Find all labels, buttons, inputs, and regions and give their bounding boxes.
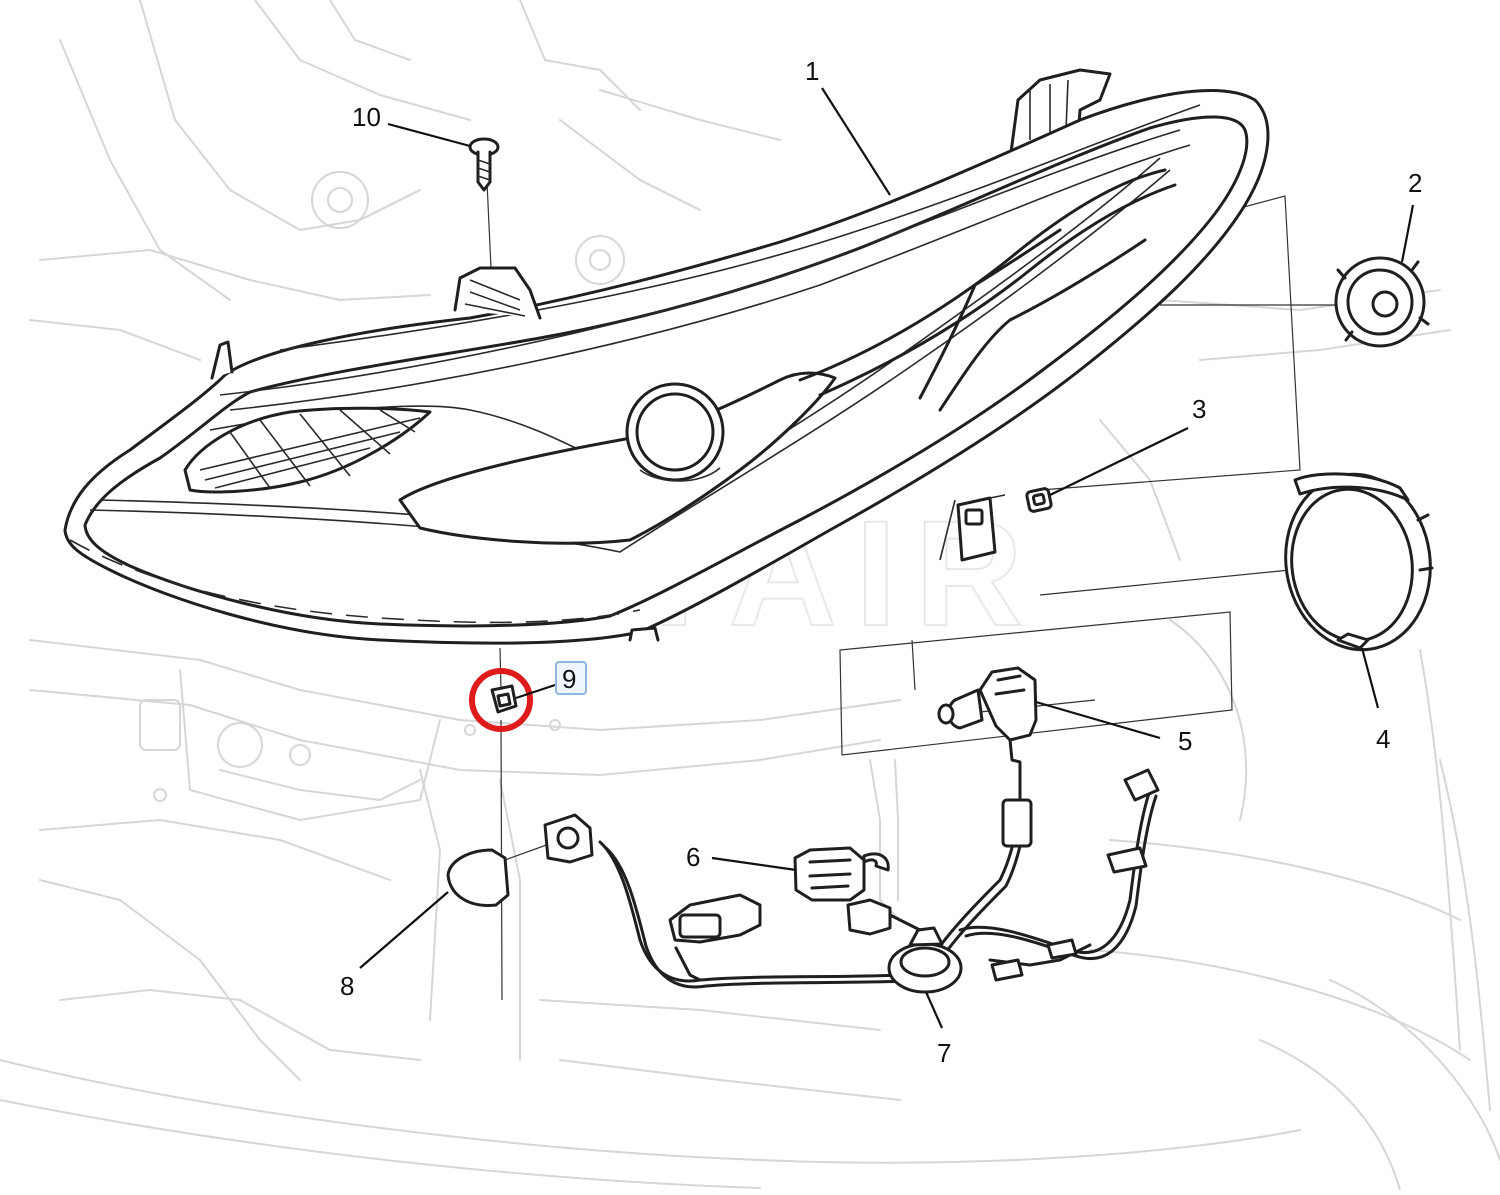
access-cover-cap-large	[1284, 472, 1434, 652]
callout-4: 4	[1376, 724, 1390, 754]
callout-6: 6	[686, 842, 700, 872]
highlight-ring	[469, 668, 533, 732]
callout-10: 10	[352, 102, 381, 132]
halogen-bulb-socket	[937, 666, 1038, 802]
callout-leader-lines	[359, 87, 1415, 1029]
callout-7: 7	[937, 1038, 951, 1068]
wiring-harness	[598, 768, 1160, 989]
callout-3: 3	[1192, 394, 1206, 424]
callout-9-highlight-box	[555, 661, 587, 695]
electrical-connector	[793, 846, 890, 902]
assembly-guide-lines	[486, 181, 1360, 1001]
retaining-clip	[1025, 487, 1053, 513]
callout-1: 1	[805, 56, 819, 86]
callout-8: 8	[340, 971, 354, 1001]
bulb-socket-seal	[887, 926, 963, 994]
callout-9: 9	[562, 664, 576, 694]
side-marker-bulb	[446, 813, 594, 907]
headlamp-assembly	[63, 68, 1270, 645]
callout-2: 2	[1408, 168, 1422, 198]
callout-5: 5	[1178, 726, 1192, 756]
drl-mesh-pattern	[199, 409, 421, 489]
access-cover-cap-small	[1334, 256, 1430, 348]
mounting-bolt	[468, 137, 500, 192]
callout-labels: 1 2 3 4 5 6 7 8 9 10	[340, 56, 1422, 1068]
clip-nut	[490, 684, 518, 714]
